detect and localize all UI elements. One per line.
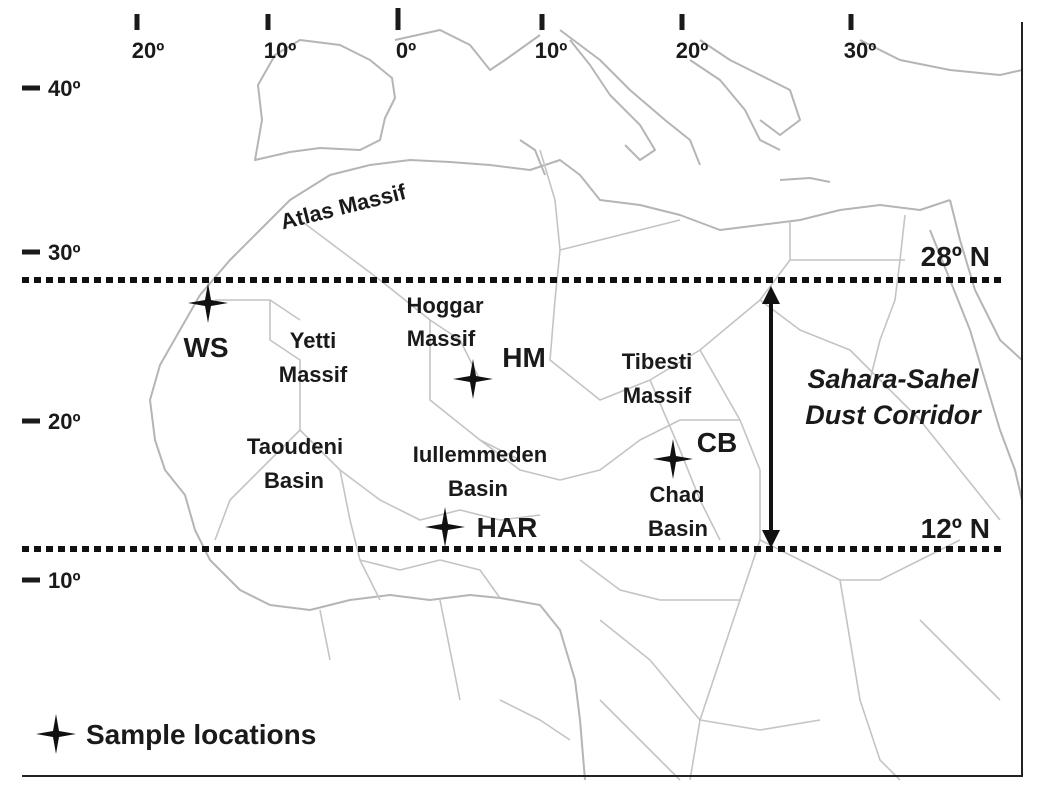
- sample-star-icon: [188, 283, 228, 323]
- sample-star-icon: [425, 507, 465, 547]
- lat-label: 10º: [48, 568, 81, 593]
- corridor-label-line2: Dust Corridor: [805, 400, 982, 430]
- taoudeni-basin-label-2: Basin: [264, 468, 324, 493]
- parallel-28n-label: 28º N: [921, 241, 990, 272]
- latitude-ticks: [22, 85, 40, 583]
- lon-label: 10º: [535, 38, 568, 63]
- corridor-arrow: [762, 286, 780, 548]
- site-label-cb: CB: [697, 427, 737, 458]
- hoggar-massif-label-2: Massif: [407, 326, 476, 351]
- chad-basin-label-1: Chad: [650, 482, 705, 507]
- legend: Sample locations: [36, 714, 316, 754]
- site-label-har: HAR: [477, 512, 538, 543]
- yetti-massif-label-1: Yetti: [290, 328, 336, 353]
- lon-label: 0º: [396, 38, 416, 63]
- lon-label: 20º: [132, 38, 165, 63]
- lon-label: 30º: [844, 38, 877, 63]
- taoudeni-basin-label-1: Taoudeni: [247, 434, 343, 459]
- country-borders: [149, 29, 1023, 781]
- corridor-label-line1: Sahara-Sahel: [807, 364, 979, 394]
- tibesti-massif-label-1: Tibesti: [622, 349, 693, 374]
- site-label-ws: WS: [183, 332, 228, 363]
- lat-label: 40º: [48, 76, 81, 101]
- map-frame: [22, 22, 1023, 777]
- chad-basin-label-2: Basin: [648, 516, 708, 541]
- lat-label: 30º: [48, 240, 81, 265]
- legend-label: Sample locations: [86, 719, 316, 750]
- latitude-labels: 40º 30º 20º 10º: [48, 76, 81, 593]
- longitude-labels: 20º 10º 0º 10º 20º 30º: [132, 38, 877, 63]
- hoggar-massif-label-1: Hoggar: [407, 293, 484, 318]
- legend-star-icon: [36, 714, 76, 754]
- lon-label: 10º: [264, 38, 297, 63]
- sample-star-icon: [453, 359, 493, 399]
- lon-label: 20º: [676, 38, 709, 63]
- lat-label: 20º: [48, 409, 81, 434]
- site-label-hm: HM: [502, 342, 546, 373]
- longitude-ticks: [134, 8, 854, 30]
- parallel-12n-label: 12º N: [921, 513, 990, 544]
- yetti-massif-label-2: Massif: [279, 362, 348, 387]
- sample-star-icon: [653, 439, 693, 479]
- sample-markers: [188, 283, 693, 547]
- tibesti-massif-label-2: Massif: [623, 383, 692, 408]
- iullemmeden-basin-label-1: Iullemmeden: [413, 442, 547, 467]
- iullemmeden-basin-label-2: Basin: [448, 476, 508, 501]
